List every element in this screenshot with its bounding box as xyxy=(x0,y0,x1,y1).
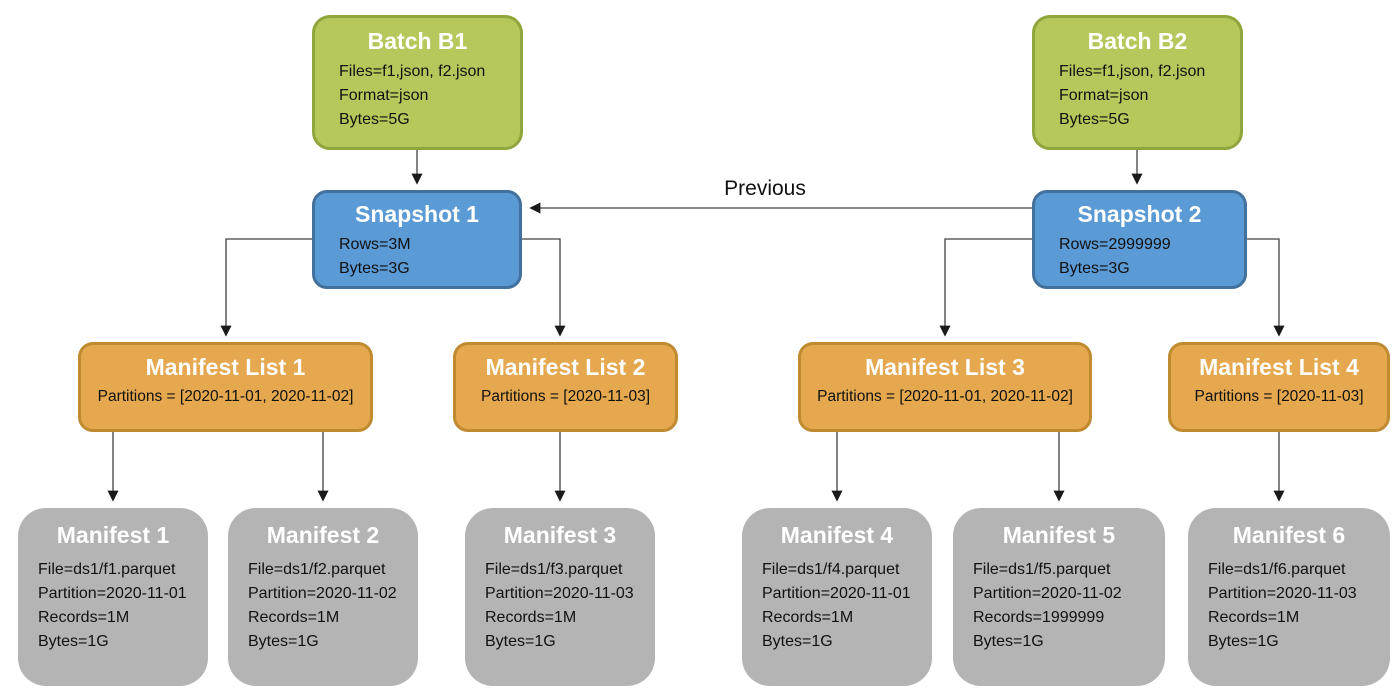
snapshot-1-bytes: Bytes=3G xyxy=(339,260,410,278)
batch-b2-bytes: Bytes=5G xyxy=(1059,111,1130,129)
arrow-snapshot2-to-manifest-list4 xyxy=(1247,238,1285,337)
manifest-6-title: Manifest 6 xyxy=(1232,522,1346,548)
manifest-3-title: Manifest 3 xyxy=(503,522,617,548)
manifest-1-bytes: Bytes=1G xyxy=(38,633,109,651)
manifest-2-title: Manifest 2 xyxy=(266,522,380,548)
batch-b1-title: Batch B1 xyxy=(367,28,468,54)
manifest-6-partition: Partition=2020-11-03 xyxy=(1208,585,1357,603)
manifest-5-node: Manifest 5 File=ds1/f5.parquet Partition… xyxy=(953,508,1165,686)
manifest-list-3-partitions: Partitions = [2020-11-01, 2020-11-02] xyxy=(817,388,1073,406)
batch-b1-bytes: Bytes=5G xyxy=(339,111,410,129)
batch-b1-node: Batch B1 Files=f1,json, f2.json Format=j… xyxy=(312,15,523,150)
manifest-list-2-partitions: Partitions = [2020-11-03] xyxy=(480,388,651,406)
manifest-list-2-node: Manifest List 2 Partitions = [2020-11-03… xyxy=(453,342,678,432)
manifest-3-records: Records=1M xyxy=(485,609,577,627)
manifest-3-bytes: Bytes=1G xyxy=(485,633,556,651)
manifest-3-partition: Partition=2020-11-03 xyxy=(485,585,634,603)
manifest-list-4-title: Manifest List 4 xyxy=(1199,354,1359,380)
manifest-list-1-title: Manifest List 1 xyxy=(145,354,306,380)
arrow-snapshot1-to-manifest-list1 xyxy=(220,238,312,337)
manifest-1-records: Records=1M xyxy=(38,609,130,627)
manifest-5-title: Manifest 5 xyxy=(1002,522,1116,548)
manifest-5-partition: Partition=2020-11-02 xyxy=(973,585,1122,603)
manifest-1-title: Manifest 1 xyxy=(56,522,170,548)
batch-b1-files: Files=f1,json, f2.json xyxy=(339,63,486,81)
manifest-2-partition: Partition=2020-11-02 xyxy=(248,585,397,603)
manifest-list-4-node: Manifest List 4 Partitions = [2020-11-03… xyxy=(1168,342,1390,432)
manifest-4-partition: Partition=2020-11-01 xyxy=(762,585,911,603)
manifest-2-file: File=ds1/f2.parquet xyxy=(248,561,386,579)
previous-edge-label: Previous xyxy=(724,177,806,200)
manifest-5-file: File=ds1/f5.parquet xyxy=(973,561,1111,579)
manifest-4-bytes: Bytes=1G xyxy=(762,633,833,651)
batch-b2-format: Format=json xyxy=(1059,87,1149,105)
manifest-3-file: File=ds1/f3.parquet xyxy=(485,561,623,579)
manifest-list-1-node: Manifest List 1 Partitions = [2020-11-01… xyxy=(78,342,373,432)
manifest-6-records: Records=1M xyxy=(1208,609,1300,627)
manifest-4-title: Manifest 4 xyxy=(780,522,894,548)
manifest-list-2-title: Manifest List 2 xyxy=(485,354,646,380)
batch-b2-files: Files=f1,json, f2.json xyxy=(1059,63,1206,81)
snapshot-2-node: Snapshot 2 Rows=2999999 Bytes=3G xyxy=(1032,190,1247,289)
manifest-2-records: Records=1M xyxy=(248,609,340,627)
arrow-snapshot1-to-manifest-list2 xyxy=(522,238,566,337)
snapshot-2-title: Snapshot 2 xyxy=(1077,201,1202,227)
manifest-1-file: File=ds1/f1.parquet xyxy=(38,561,176,579)
manifest-3-node: Manifest 3 File=ds1/f3.parquet Partition… xyxy=(465,508,655,686)
manifest-list-3-title: Manifest List 3 xyxy=(865,354,1025,380)
manifest-5-bytes: Bytes=1G xyxy=(973,633,1044,651)
manifest-6-node: Manifest 6 File=ds1/f6.parquet Partition… xyxy=(1188,508,1390,686)
manifest-1-partition: Partition=2020-11-01 xyxy=(38,585,187,603)
batch-b2-node: Batch B2 Files=f1,json, f2.json Format=j… xyxy=(1032,15,1243,150)
manifest-list-1-partitions: Partitions = [2020-11-01, 2020-11-02] xyxy=(97,388,354,406)
manifest-list-4-partitions: Partitions = [2020-11-03] xyxy=(1194,388,1364,406)
manifest-4-records: Records=1M xyxy=(762,609,854,627)
manifest-2-node: Manifest 2 File=ds1/f2.parquet Partition… xyxy=(228,508,418,686)
manifest-list-3-node: Manifest List 3 Partitions = [2020-11-01… xyxy=(798,342,1092,432)
arrow-snapshot2-to-manifest-list3 xyxy=(939,238,1032,337)
manifest-2-bytes: Bytes=1G xyxy=(248,633,319,651)
batch-b2-title: Batch B2 xyxy=(1087,28,1188,54)
manifest-6-bytes: Bytes=1G xyxy=(1208,633,1279,651)
manifest-4-node: Manifest 4 File=ds1/f4.parquet Partition… xyxy=(742,508,932,686)
manifest-5-records: Records=1999999 xyxy=(973,609,1105,627)
manifest-1-node: Manifest 1 File=ds1/f1.parquet Partition… xyxy=(18,508,208,686)
snapshot-1-title: Snapshot 1 xyxy=(355,201,479,227)
manifest-4-file: File=ds1/f4.parquet xyxy=(762,561,900,579)
snapshot-2-bytes: Bytes=3G xyxy=(1059,260,1130,278)
snapshot-1-node: Snapshot 1 Rows=3M Bytes=3G xyxy=(312,190,522,289)
snapshot-2-rows: Rows=2999999 xyxy=(1059,236,1171,254)
batch-b1-format: Format=json xyxy=(339,87,429,105)
snapshot-1-rows: Rows=3M xyxy=(339,236,411,254)
manifest-6-file: File=ds1/f6.parquet xyxy=(1208,561,1346,579)
